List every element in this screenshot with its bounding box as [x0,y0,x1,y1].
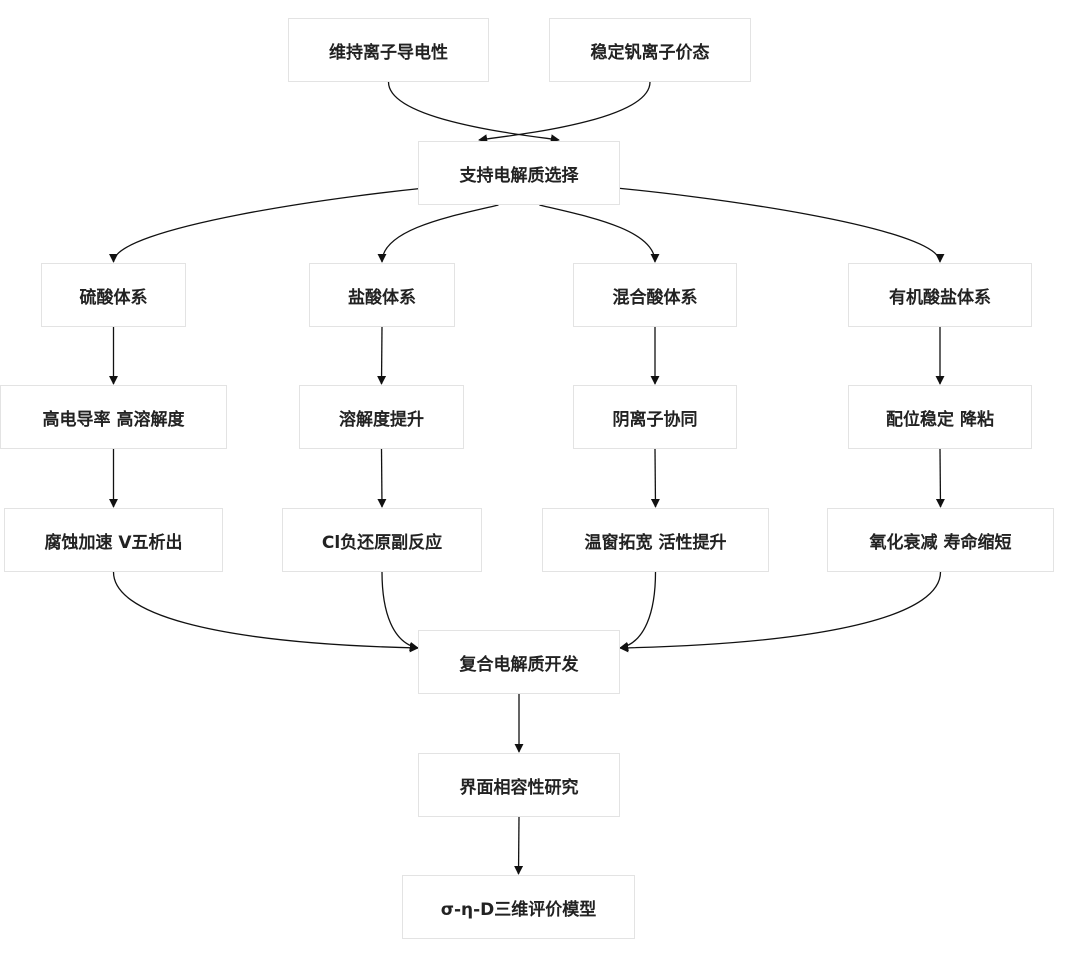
edge-b1-to-b2 [377,326,387,385]
edge-n3-to-d1 [582,184,945,263]
node-corrosion-v5-precipitation: 腐蚀加速 V五析出 [4,508,223,572]
node-anion-synergy: 阴离子协同 [573,385,737,449]
node-high-conductivity-solubility: 高电导率 高溶解度 [0,385,227,449]
edge-a3-to-m1 [112,571,419,653]
node-coordination-stability-viscosity: 配位稳定 降粘 [848,385,1032,449]
node-supporting-electrolyte-selection: 支持电解质选择 [418,141,620,205]
edge-n1-to-n3 [387,81,560,144]
node-maintain-ion-conductivity: 维持离子导电性 [288,18,489,82]
node-organic-acid-salt-system: 有机酸盐体系 [848,263,1032,327]
edge-c3-to-m1 [619,571,657,651]
edge-d2-to-d3 [935,448,945,508]
edge-c2-to-c3 [650,448,660,508]
node-temperature-window-activity: 温窗拓宽 活性提升 [542,508,769,572]
node-composite-electrolyte-development: 复合电解质开发 [418,630,620,694]
node-oxidation-decay-lifespan: 氧化衰减 寿命缩短 [827,508,1054,572]
edge-b3-to-m1 [381,571,419,651]
edge-b2-to-b3 [377,448,387,508]
edge-m2-to-m3 [514,816,524,875]
edge-n3-to-b1 [377,204,499,263]
edge-d3-to-m1 [619,571,942,653]
node-solubility-improvement: 溶解度提升 [299,385,464,449]
node-hydrochloric-acid-system: 盐酸体系 [309,263,455,327]
edge-n2-to-n3 [478,81,651,144]
node-cl-reduction-side-reaction: Cl负还原副反应 [282,508,482,572]
edge-n3-to-a1 [109,184,459,263]
node-stabilize-vanadium-valence: 稳定钒离子价态 [549,18,751,82]
node-sulfuric-acid-system: 硫酸体系 [41,263,186,327]
node-mixed-acid-system: 混合酸体系 [573,263,737,327]
node-three-dimensional-evaluation-model: σ-η-D三维评价模型 [402,875,635,939]
edge-n3-to-c1 [539,204,660,263]
node-interface-compatibility-study: 界面相容性研究 [418,753,620,817]
